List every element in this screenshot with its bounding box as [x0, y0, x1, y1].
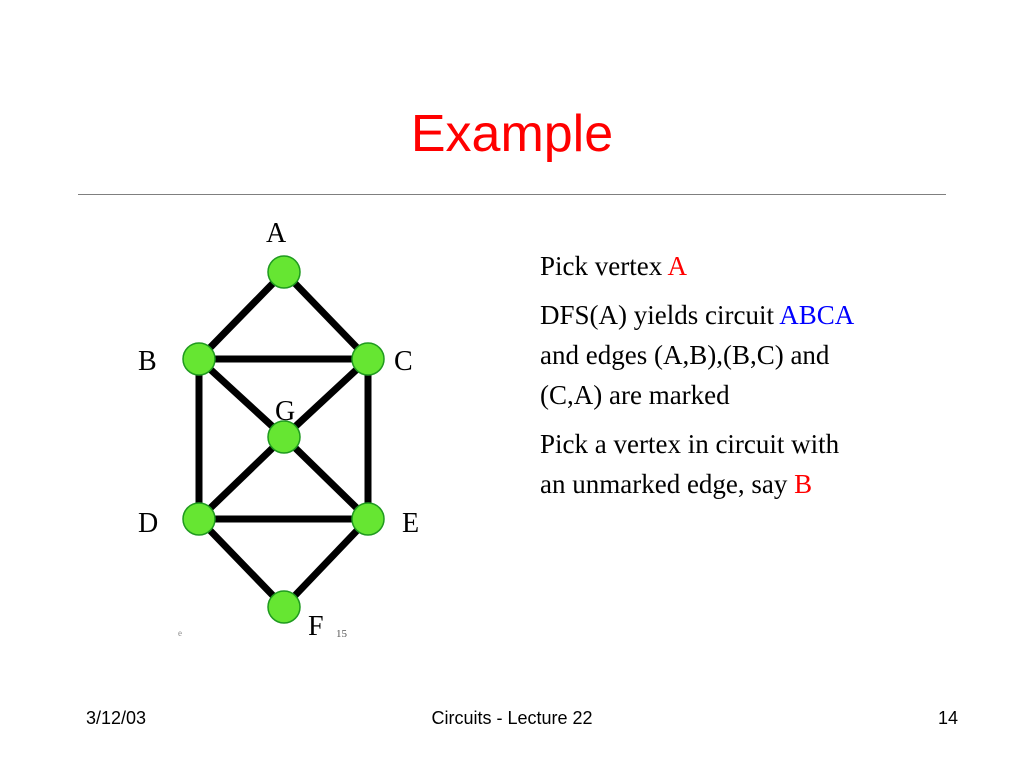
bullet-pick-vertex-a: Pick vertex A [540, 246, 870, 286]
node-g [267, 420, 301, 454]
edge-d-f [195, 515, 288, 611]
node-label-c: C [394, 346, 413, 377]
bullet-text: Pick vertex [540, 251, 668, 281]
highlight-blue: ABCA [779, 300, 853, 330]
graph-diagram: A B C G D E F e 15 [138, 218, 419, 642]
node-label-f: F [308, 611, 324, 642]
graph-edges [195, 268, 372, 611]
footer-page-number: 14 [938, 708, 959, 728]
bullet-text: Pick a vertex in circuit with an unmarke… [540, 429, 840, 499]
stray-mark-15: 15 [336, 628, 348, 640]
node-label-g: G [275, 396, 295, 427]
node-label-d: D [138, 508, 158, 539]
bullet-pick-vertex-b: Pick a vertex in circuit with an unmarke… [540, 424, 870, 504]
slide-title: Example [410, 105, 614, 163]
node-b [182, 342, 216, 376]
node-label-b: B [138, 346, 157, 377]
footer-title: Circuits - Lecture 22 [431, 708, 593, 728]
node-d [182, 502, 216, 536]
graph-labels: A B C G D E F [138, 218, 419, 642]
highlight-red: A [667, 251, 687, 281]
node-label-e: E [402, 508, 419, 539]
edge-g-e [280, 433, 372, 523]
bullet-text: and edges (A,B),(B,C) and (C,A) are mark… [540, 340, 830, 410]
edge-e-f [280, 515, 372, 611]
graph-nodes [182, 255, 385, 624]
edge-g-d [195, 433, 288, 523]
bullet-list: Pick vertex A DFS(A) yields circuit ABCA… [540, 246, 870, 504]
highlight-red: B [794, 469, 813, 499]
edge-c-g [280, 355, 372, 441]
title-divider [78, 194, 946, 195]
edge-a-c [280, 268, 372, 363]
node-a [267, 255, 301, 289]
node-label-a: A [266, 218, 287, 249]
bullet-dfs-circuit: DFS(A) yields circuit ABCA and edges (A,… [540, 295, 870, 415]
footer-date: 3/12/03 [86, 708, 147, 728]
node-f [267, 590, 301, 624]
bullet-text: DFS(A) yields circuit [540, 300, 780, 330]
node-c [351, 342, 385, 376]
edge-b-g [195, 355, 288, 441]
node-e [351, 502, 385, 536]
stray-mark-e: e [178, 628, 182, 638]
edge-a-b [195, 268, 288, 363]
